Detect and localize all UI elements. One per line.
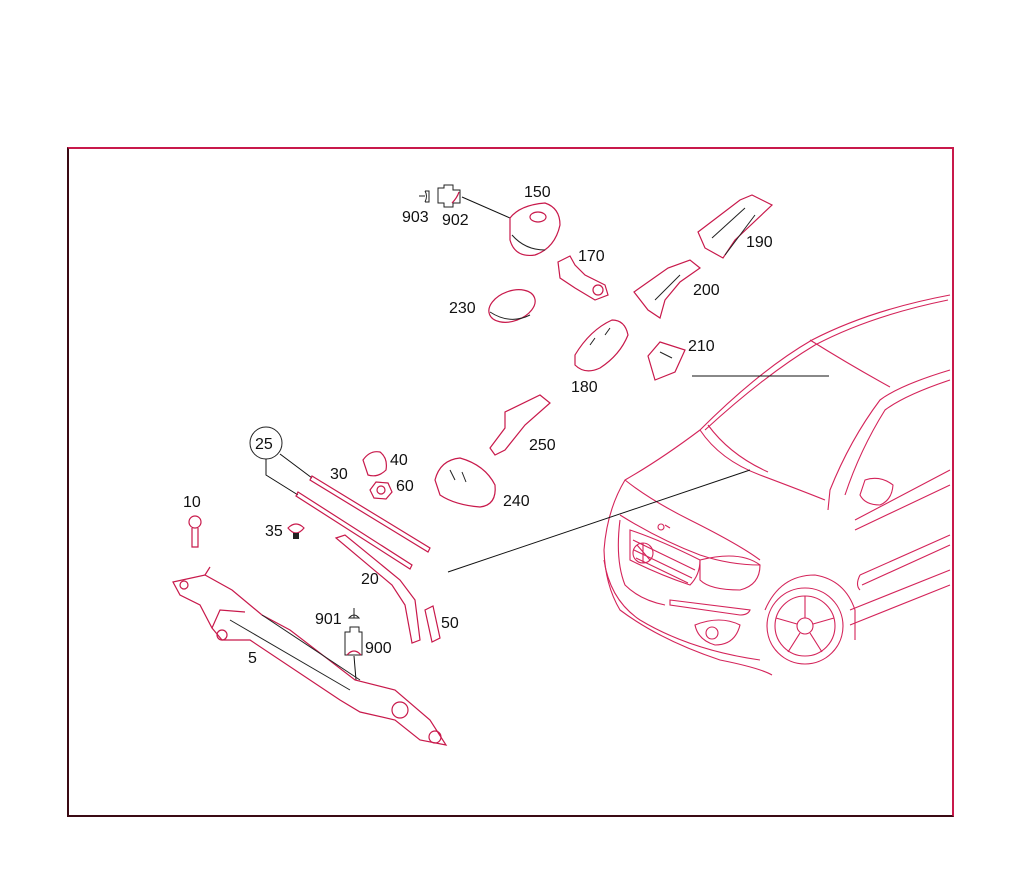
label-60: 60 xyxy=(396,478,414,495)
part-35-screw[interactable] xyxy=(287,523,305,539)
part-190-cover[interactable] xyxy=(697,194,774,259)
label-170: 170 xyxy=(578,248,605,265)
part-250-bracket[interactable] xyxy=(489,394,551,456)
label-40: 40 xyxy=(390,452,408,469)
part-900-connector[interactable] xyxy=(344,626,363,681)
part-5-wiper-linkage[interactable] xyxy=(172,566,448,746)
part-200-cover[interactable] xyxy=(633,259,702,319)
part-210-clip[interactable] xyxy=(647,341,686,381)
part-902-connector[interactable] xyxy=(437,184,461,208)
part-30-wiper-blade[interactable] xyxy=(295,475,431,570)
label-180: 180 xyxy=(571,379,598,396)
leader-line-20 xyxy=(447,469,751,573)
part-50-cap[interactable] xyxy=(424,605,441,643)
label-150: 150 xyxy=(524,184,551,201)
callout-labels: 903 902 150 170 190 200 230 210 180 250 … xyxy=(183,184,773,667)
part-230-sensor-cover[interactable] xyxy=(484,284,539,329)
label-35: 35 xyxy=(265,523,283,540)
label-190: 190 xyxy=(746,234,773,251)
label-902: 902 xyxy=(442,212,469,229)
label-230: 230 xyxy=(449,300,476,317)
label-901: 901 xyxy=(315,611,342,628)
label-30: 30 xyxy=(330,466,348,483)
part-170-bracket[interactable] xyxy=(557,255,609,301)
part-901-plug[interactable] xyxy=(347,608,361,619)
part-180-cover[interactable] xyxy=(574,319,629,372)
label-10: 10 xyxy=(183,494,201,511)
label-903: 903 xyxy=(402,209,429,226)
label-200: 200 xyxy=(693,282,720,299)
part-60-nut[interactable] xyxy=(369,481,393,500)
label-5: 5 xyxy=(248,650,257,667)
part-20-wiper-arm[interactable] xyxy=(334,534,421,644)
part-150-sensor[interactable] xyxy=(509,202,561,257)
part-903-plug[interactable] xyxy=(419,190,430,203)
label-900: 900 xyxy=(365,640,392,657)
diagram-frame xyxy=(67,147,954,817)
part-40-cap[interactable] xyxy=(362,451,387,477)
label-210: 210 xyxy=(688,338,715,355)
label-25: 25 xyxy=(255,436,273,453)
label-20: 20 xyxy=(361,571,379,588)
vehicle-illustration xyxy=(603,294,951,676)
part-10-bolt[interactable] xyxy=(188,515,202,548)
leader-line-902-150 xyxy=(461,196,511,219)
label-50: 50 xyxy=(441,615,459,632)
label-250: 250 xyxy=(529,437,556,454)
part-240-cover[interactable] xyxy=(434,457,496,508)
label-240: 240 xyxy=(503,493,530,510)
